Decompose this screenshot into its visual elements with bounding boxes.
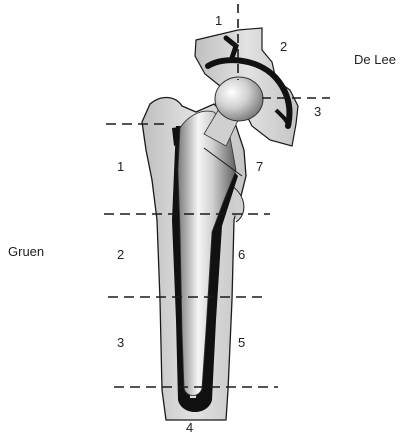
gruen-zone-7-label: 7 <box>256 159 263 174</box>
delee-zone-2-label: 2 <box>280 39 287 54</box>
gruen-zone-6-label: 6 <box>238 247 245 262</box>
gruen-zone-3-label: 3 <box>117 335 124 350</box>
gruen-zone-2-label: 2 <box>117 247 124 262</box>
delee-system-label: De Lee <box>354 52 396 67</box>
gruen-zone-5-label: 5 <box>238 335 245 350</box>
gruen-system-label: Gruen <box>8 244 44 259</box>
femoral-head <box>215 77 263 121</box>
delee-zone-3-label: 3 <box>314 104 321 119</box>
gruen-zone-4-label: 4 <box>186 420 193 433</box>
gruen-zone-1-label: 1 <box>117 159 124 174</box>
delee-zone-1-label: 1 <box>215 13 222 28</box>
